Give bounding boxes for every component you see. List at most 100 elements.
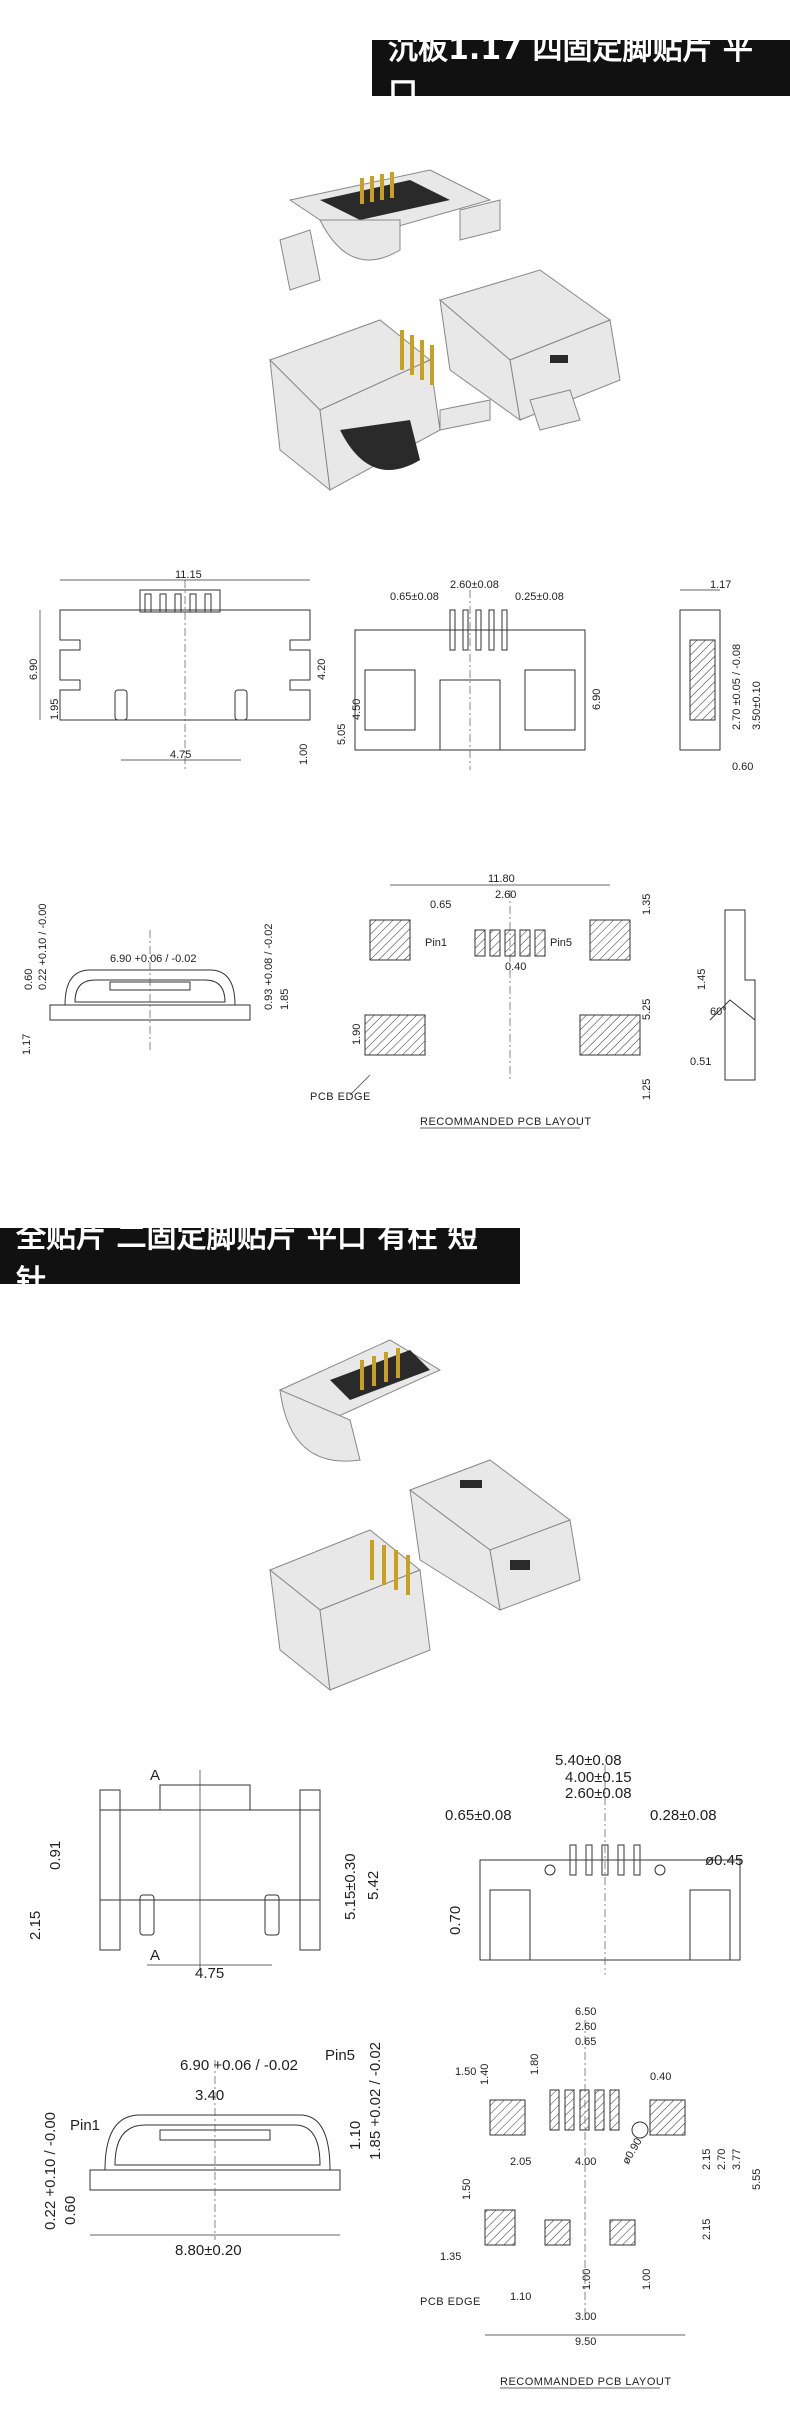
svg-text:1.00: 1.00 (581, 2269, 593, 2290)
svg-text:ø0.45: ø0.45 (705, 1852, 743, 1869)
svg-text:A: A (150, 1947, 160, 1964)
side-view: 1.17 2.70 ±0.05 / -0.08 3.50±0.10 0.60 (679, 579, 763, 773)
svg-text:Pin1: Pin1 (425, 937, 447, 949)
svg-text:0.60: 0.60 (62, 2196, 79, 2225)
svg-text:0.91: 0.91 (47, 1841, 64, 1870)
svg-text:1.17: 1.17 (710, 579, 731, 591)
svg-text:4.50: 4.50 (351, 699, 363, 720)
svg-text:2.70 ±0.05 / -0.08: 2.70 ±0.05 / -0.08 (731, 644, 743, 730)
svg-text:6.50: 6.50 (575, 2006, 596, 2018)
svg-text:2.60: 2.60 (495, 889, 516, 901)
svg-text:PCB EDGE: PCB EDGE (310, 1091, 371, 1103)
svg-text:0.60: 0.60 (23, 969, 35, 990)
svg-text:60°: 60° (710, 1006, 727, 1018)
svg-text:1.95: 1.95 (49, 699, 61, 720)
svg-text:1.10: 1.10 (510, 2291, 531, 2303)
technical-drawing-pcb: 6.90 +0.06 / -0.02 0.60 0.22 +0.10 / -0.… (21, 873, 756, 1129)
top-view: 5.40±0.08 4.00±0.15 2.60±0.08 0.65±0.08 … (445, 1752, 743, 1975)
top-view: 2.60±0.08 0.65±0.08 0.25±0.08 5.05 4.50 … (336, 579, 603, 770)
svg-text:Pin5: Pin5 (550, 937, 572, 949)
product-photo (269, 1339, 581, 1692)
svg-text:1.85 +0.02 / -0.02: 1.85 +0.02 / -0.02 (367, 2042, 384, 2160)
svg-text:6.90: 6.90 (591, 689, 603, 710)
section-title: 全贴片 二固定脚贴片 平口 有柱 短针 (16, 1220, 478, 1299)
front-opening-view: 6.90 +0.06 / -0.02 0.60 0.22 +0.10 / -0.… (21, 903, 291, 1055)
svg-text:0.65±0.08: 0.65±0.08 (390, 591, 439, 603)
svg-text:1.40: 1.40 (479, 2064, 491, 2085)
svg-text:1.45: 1.45 (696, 969, 708, 990)
technical-drawing-pcb: 6.90 +0.06 / -0.02 3.40 Pin1 Pin5 1.85 +… (42, 2006, 763, 2389)
svg-text:1.10: 1.10 (347, 2121, 364, 2150)
front-view: 11.15 6.90 1.95 4.20 4.75 1.00 (28, 570, 328, 770)
svg-text:1.90: 1.90 (351, 1024, 363, 1045)
svg-text:4.00: 4.00 (575, 2156, 596, 2168)
svg-text:0.65: 0.65 (575, 2036, 596, 2048)
svg-text:ø0.90: ø0.90 (620, 2136, 644, 2166)
svg-text:2.70: 2.70 (716, 2149, 728, 2170)
svg-text:0.93 +0.08 / -0.02: 0.93 +0.08 / -0.02 (263, 923, 275, 1010)
section-title-banner: 全贴片 二固定脚贴片 平口 有柱 短针 (0, 1220, 520, 1299)
svg-text:PCB EDGE: PCB EDGE (420, 2296, 481, 2308)
svg-text:1.25: 1.25 (641, 1079, 653, 1100)
svg-text:2.15: 2.15 (701, 2219, 713, 2240)
svg-text:1.50: 1.50 (461, 2179, 473, 2200)
svg-text:RECOMMANDED PCB LAYOUT: RECOMMANDED PCB LAYOUT (500, 2376, 672, 2388)
svg-text:4.20: 4.20 (316, 659, 328, 680)
section-title: 沉板1.17 四固定脚贴片 平口 (388, 32, 753, 111)
svg-text:6.90: 6.90 (28, 659, 40, 680)
svg-text:4.75: 4.75 (170, 749, 191, 761)
svg-text:5.05: 5.05 (336, 724, 348, 745)
pcb-layout: 6.50 2.60 0.65 1.50 1.40 1.80 0.40 2.05 … (420, 2006, 763, 2389)
svg-text:A: A (150, 1767, 160, 1784)
svg-text:0.70: 0.70 (447, 1906, 464, 1935)
svg-text:0.60: 0.60 (732, 761, 753, 773)
side-profile-view: 1.45 60° 0.51 (690, 909, 756, 1081)
section-title-banner: 沉板1.17 四固定脚贴片 平口 (372, 32, 790, 111)
svg-text:0.22 +0.10 / -0.00: 0.22 +0.10 / -0.00 (37, 903, 49, 990)
svg-text:Pin5: Pin5 (325, 2047, 355, 2064)
svg-text:3.77: 3.77 (731, 2149, 743, 2170)
svg-text:2.15: 2.15 (27, 1911, 44, 1940)
svg-text:0.40: 0.40 (505, 961, 526, 973)
svg-text:8.80±0.20: 8.80±0.20 (175, 2242, 242, 2259)
svg-text:3.00: 3.00 (575, 2311, 596, 2323)
svg-text:4.00±0.15: 4.00±0.15 (565, 1769, 632, 1786)
svg-text:2.05: 2.05 (510, 2156, 531, 2168)
svg-text:2.60±0.08: 2.60±0.08 (565, 1785, 632, 1802)
svg-text:5.25: 5.25 (641, 999, 653, 1020)
svg-text:0.40: 0.40 (650, 2071, 671, 2083)
svg-text:0.65: 0.65 (430, 899, 451, 911)
svg-text:Pin1: Pin1 (70, 2117, 100, 2134)
technical-drawing: 11.15 6.90 1.95 4.20 4.75 1.00 2.60±0.08… (28, 570, 763, 773)
svg-text:2.60: 2.60 (575, 2021, 596, 2033)
svg-text:9.50: 9.50 (575, 2336, 596, 2348)
svg-text:5.15±0.30: 5.15±0.30 (342, 1853, 359, 1920)
svg-text:1.35: 1.35 (440, 2251, 461, 2263)
svg-text:1.35: 1.35 (641, 894, 653, 915)
svg-text:11.15: 11.15 (175, 570, 202, 581)
front-view: A A 0.91 2.15 4.75 5.15±0.30 5.42 (27, 1767, 382, 1980)
svg-text:5.40±0.08: 5.40±0.08 (555, 1752, 622, 1769)
svg-text:3.40: 3.40 (195, 2087, 224, 2104)
svg-text:3.50±0.10: 3.50±0.10 (751, 681, 763, 730)
svg-text:0.51: 0.51 (690, 1056, 711, 1068)
svg-text:4.75: 4.75 (195, 1965, 224, 1980)
svg-text:0.28±0.08: 0.28±0.08 (650, 1807, 717, 1824)
svg-text:0.65±0.08: 0.65±0.08 (445, 1807, 512, 1824)
technical-drawing: A A 0.91 2.15 4.75 5.15±0.30 5.42 5.40±0… (27, 1752, 743, 1980)
svg-text:0.25±0.08: 0.25±0.08 (515, 591, 564, 603)
pcb-layout: 11.80 0.65 2.60 0.40 1.35 5.25 1.90 1.25… (310, 873, 653, 1129)
svg-text:6.90 +0.06 / -0.02: 6.90 +0.06 / -0.02 (180, 2057, 298, 2074)
svg-text:1.17: 1.17 (21, 1034, 33, 1055)
svg-text:6.90 +0.06 / -0.02: 6.90 +0.06 / -0.02 (110, 953, 197, 965)
svg-text:1.50: 1.50 (455, 2066, 476, 2078)
svg-text:2.60±0.08: 2.60±0.08 (450, 579, 499, 591)
svg-text:5.42: 5.42 (365, 1871, 382, 1900)
svg-text:1.00: 1.00 (641, 2269, 653, 2290)
svg-text:5.55: 5.55 (751, 2169, 763, 2190)
svg-text:1.00: 1.00 (298, 744, 310, 765)
svg-text:0.22 +0.10 / -0.00: 0.22 +0.10 / -0.00 (42, 2112, 59, 2230)
svg-text:1.80: 1.80 (529, 2054, 541, 2075)
product-photo (269, 169, 621, 492)
svg-text:11.80: 11.80 (488, 873, 515, 885)
